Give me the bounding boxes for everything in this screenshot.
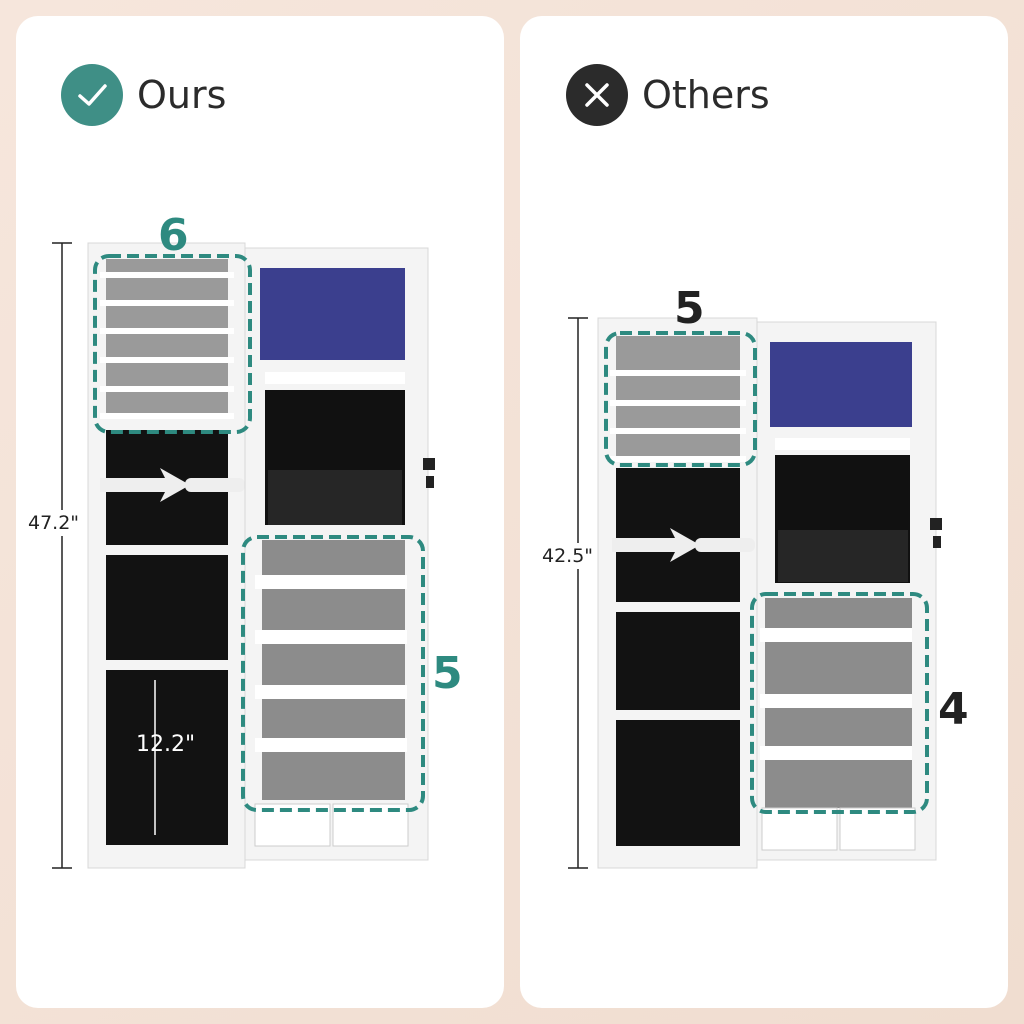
- check-icon: [61, 64, 123, 126]
- ours-shelf-highlight: [241, 535, 425, 812]
- others-body: [756, 321, 942, 861]
- ours-shelf-count: 5: [432, 648, 463, 699]
- others-shelf-count: 4: [938, 684, 969, 735]
- ours-rack-count: 6: [158, 210, 189, 261]
- others-door: [597, 317, 758, 869]
- others-header: Others: [566, 62, 770, 128]
- others-title: Others: [642, 73, 770, 117]
- ours-rack-highlight: [93, 254, 252, 434]
- others-height-line: [568, 317, 588, 869]
- ours-height-line: [52, 242, 72, 869]
- others-rack-count: 5: [674, 283, 705, 334]
- ours-title: Ours: [137, 73, 227, 117]
- ours-mirror-height-label: 12.2": [136, 732, 196, 757]
- others-rack-highlight: [604, 331, 757, 467]
- others-shelf-highlight: [750, 592, 929, 814]
- ours-door: [87, 242, 246, 869]
- ours-header: Ours: [61, 62, 226, 128]
- others-height-label: 42.5": [542, 543, 594, 569]
- ours-height-label: 47.2": [28, 510, 80, 536]
- ours-body: [244, 247, 435, 861]
- x-icon: [566, 64, 628, 126]
